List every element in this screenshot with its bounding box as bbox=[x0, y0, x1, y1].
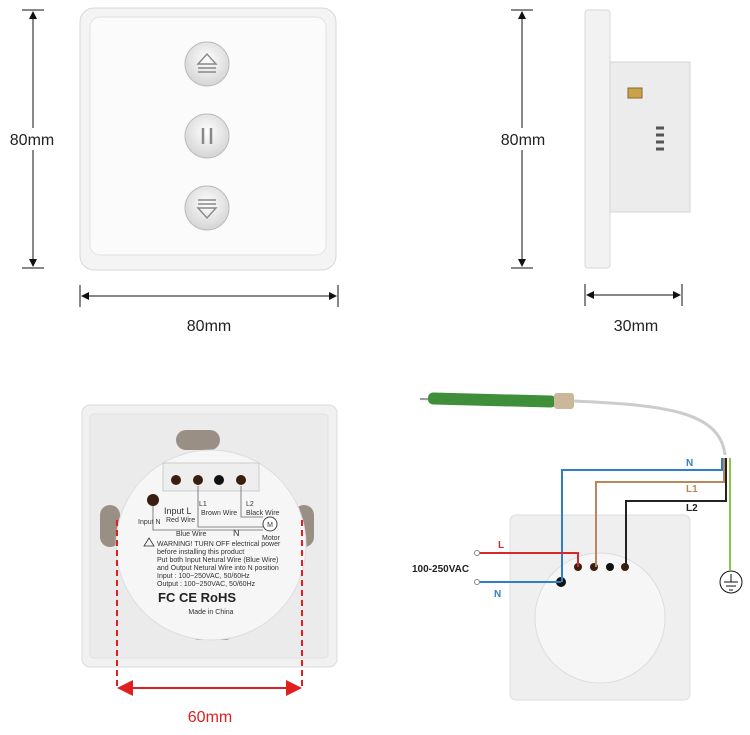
svg-text:Output : 100~250VAC, 50/60Hz: Output : 100~250VAC, 50/60Hz bbox=[157, 581, 256, 588]
side-view: 80mm 30mm bbox=[492, 9, 691, 335]
down-arrow-icon bbox=[196, 199, 218, 220]
terminal-screw bbox=[627, 87, 643, 99]
side-body bbox=[609, 61, 691, 213]
front-height-label: 80mm bbox=[10, 132, 54, 149]
n-label: N bbox=[233, 528, 240, 538]
supply-voltage-label: 100-250VAC bbox=[412, 564, 469, 575]
l2-wire bbox=[625, 458, 727, 567]
motor-head bbox=[554, 393, 574, 409]
front-width-label: 80mm bbox=[187, 318, 231, 335]
svg-text:Input : 100~250VAC, 50/60Hz: Input : 100~250VAC, 50/60Hz bbox=[157, 573, 250, 580]
mounting-slot-left bbox=[100, 505, 120, 547]
terminal-input-n bbox=[147, 494, 159, 506]
l1-label: L1 bbox=[199, 501, 207, 508]
motor-cable bbox=[573, 399, 727, 456]
supply-n-label: N bbox=[494, 589, 501, 600]
neutral-wire bbox=[561, 458, 723, 582]
motor-l1-label: L1 bbox=[686, 484, 698, 495]
warning-icon bbox=[143, 537, 155, 547]
red-wire-label: Red Wire bbox=[166, 517, 195, 524]
terminal-blank bbox=[214, 475, 224, 485]
black-wire-label: Black Wire bbox=[246, 510, 280, 517]
side-height-label: 80mm bbox=[501, 132, 545, 149]
certification-marks: FC CE RoHS bbox=[158, 590, 236, 605]
input-n-label: Input N bbox=[138, 519, 161, 526]
svg-text:before installing this product: before installing this product bbox=[157, 549, 244, 556]
svg-text:WARNING! TURN OFF electrical p: WARNING! TURN OFF electrical power bbox=[157, 541, 281, 548]
depth-label: 30mm bbox=[614, 318, 658, 335]
terminal-input-l bbox=[171, 475, 181, 485]
live-supply-wire bbox=[478, 552, 579, 567]
earth-icon bbox=[719, 570, 743, 594]
l1-wire bbox=[595, 458, 725, 567]
motor-n-label: N bbox=[686, 458, 693, 469]
l2-label: L2 bbox=[246, 501, 254, 508]
hole-spacing-label: 60mm bbox=[188, 709, 232, 726]
blue-wire-label: Blue Wire bbox=[176, 531, 206, 538]
pause-icon bbox=[201, 128, 213, 144]
terminal-l2 bbox=[236, 475, 246, 485]
motor-symbol: M bbox=[267, 522, 273, 529]
up-button[interactable] bbox=[184, 41, 230, 87]
svg-text:Put both Input Netural Wire (B: Put both Input Netural Wire (Blue Wire) bbox=[157, 557, 278, 564]
supply-l-label: L bbox=[498, 540, 504, 551]
tubular-motor bbox=[427, 392, 557, 408]
terminal-l1 bbox=[193, 475, 203, 485]
side-plate bbox=[584, 9, 611, 269]
motor-l2-label: L2 bbox=[686, 503, 698, 514]
input-l-label: Input L bbox=[164, 506, 192, 516]
brown-wire-label: Brown Wire bbox=[201, 510, 237, 517]
down-button[interactable] bbox=[184, 185, 230, 231]
made-in-label: Made in China bbox=[188, 609, 233, 616]
back-view: Input L Red Wire L1 Brown Wire L2 Black … bbox=[81, 404, 338, 726]
up-arrow-icon bbox=[196, 52, 218, 73]
pause-button[interactable] bbox=[184, 113, 230, 159]
svg-text:and Output Netural Wire into N: and Output Netural Wire into N position bbox=[157, 565, 279, 572]
warning-text: WARNING! TURN OFF electrical power befor… bbox=[143, 537, 281, 588]
wiring-diagram: L N 100-250VAC N L1 L2 bbox=[412, 392, 743, 701]
front-view: 80mm 80mm bbox=[0, 7, 339, 335]
motor-label: Motor bbox=[262, 535, 281, 542]
